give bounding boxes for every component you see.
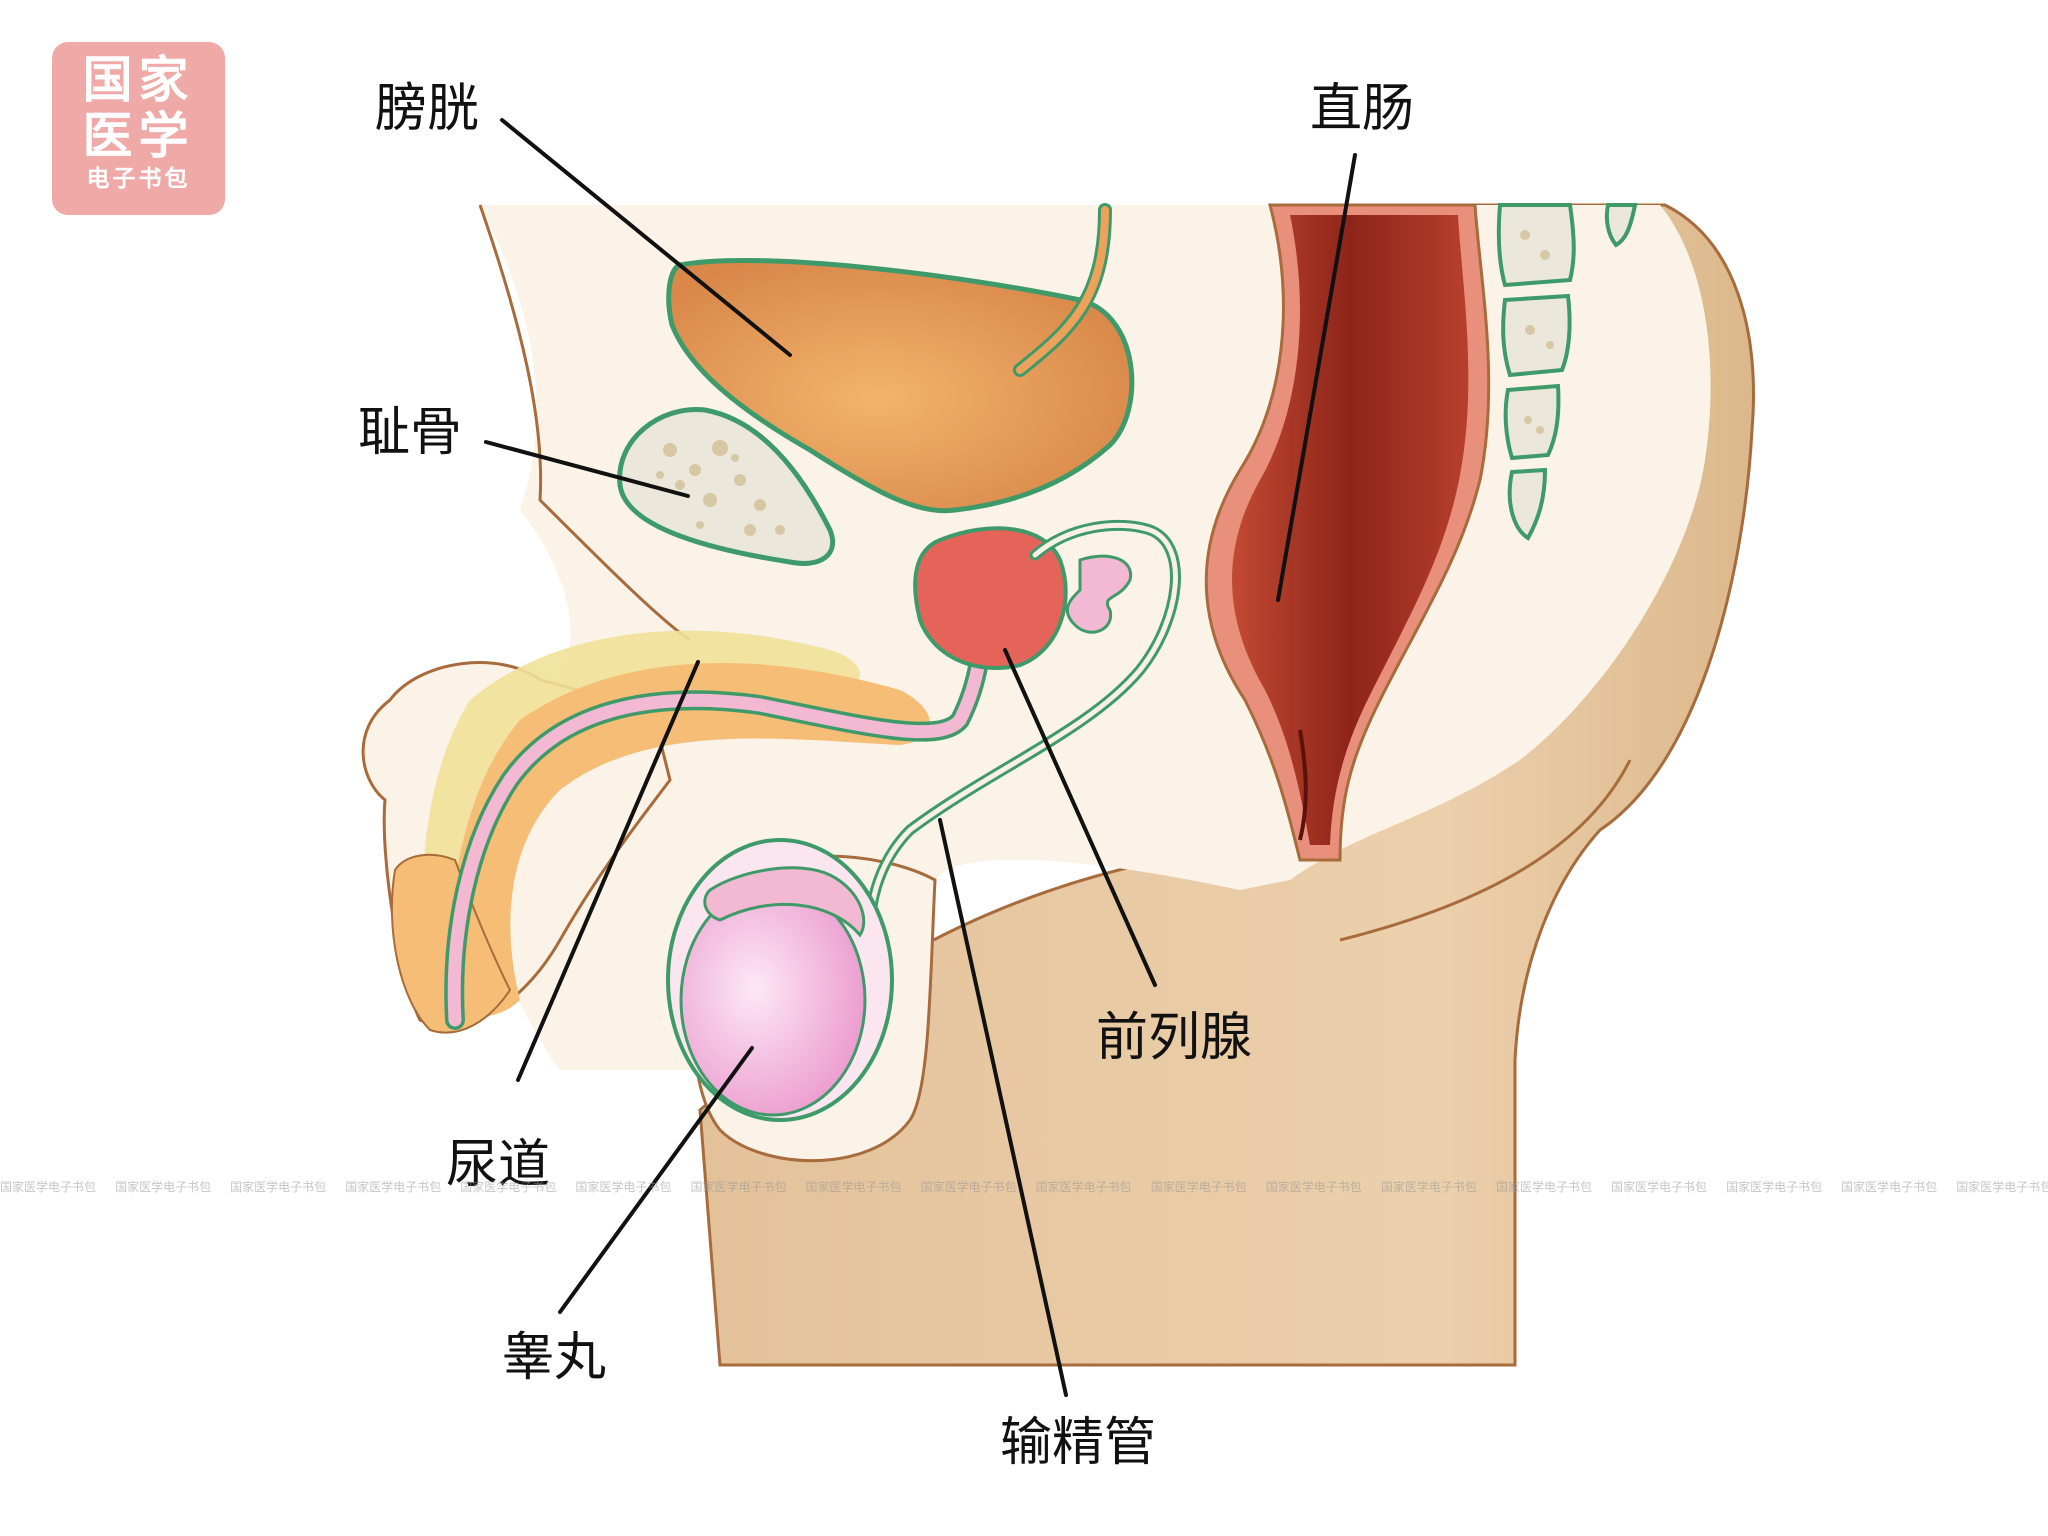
logo-line2: 医学 xyxy=(82,106,195,165)
prostate xyxy=(913,526,1068,670)
testis xyxy=(679,883,867,1117)
leader-vas-deferens xyxy=(938,818,1068,1397)
leader-rectum xyxy=(1276,153,1357,602)
seminal-vesicle xyxy=(1065,554,1133,634)
watermark-strip: 国家医学电子书包 国家医学电子书包 国家医学电子书包 国家医学电子书包 国家医学… xyxy=(0,1180,2048,1194)
body-front-outline xyxy=(478,204,691,642)
pubic-bone-texture xyxy=(656,440,785,536)
label-prostate: 前列腺 xyxy=(1096,1008,1252,1068)
bladder xyxy=(666,258,1135,514)
corpus-spongiosum xyxy=(450,662,930,1017)
publisher-logo: 国家 医学 电子书包 xyxy=(52,42,225,215)
leader-pubic-bone xyxy=(484,440,690,498)
leader-prostate xyxy=(1003,648,1157,987)
label-urethra: 尿道 xyxy=(446,1135,550,1195)
leader-urethra xyxy=(516,660,700,1082)
leader-testis xyxy=(558,1046,754,1314)
leader-bladder xyxy=(500,118,792,357)
epididymis xyxy=(703,866,866,938)
label-pubic-bone: 耻骨 xyxy=(358,403,462,463)
label-rectum: 直肠 xyxy=(1310,79,1414,139)
label-vas-deferens: 输精管 xyxy=(1000,1413,1156,1473)
coccyx xyxy=(1496,203,1638,541)
rectum xyxy=(1232,215,1469,845)
logo-line1: 国家 xyxy=(82,50,195,109)
logo-line3: 电子书包 xyxy=(86,165,191,192)
label-bladder: 膀胱 xyxy=(375,79,479,139)
label-testis: 睾丸 xyxy=(502,1328,606,1388)
